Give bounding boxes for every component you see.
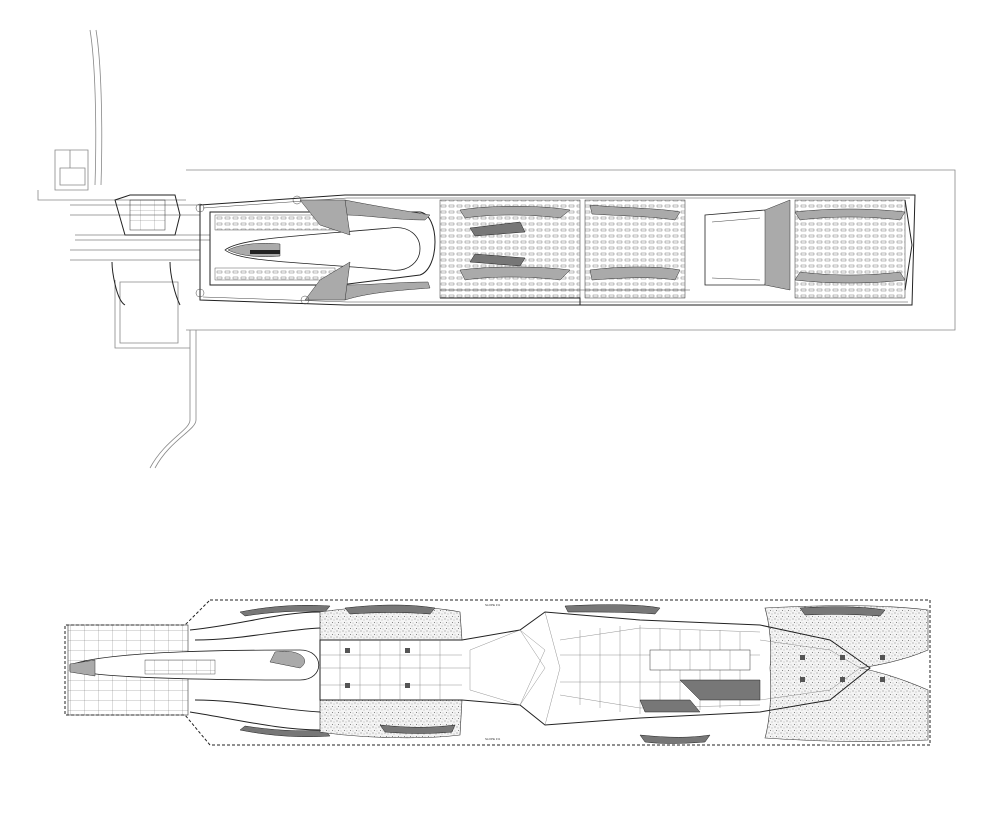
lower-ramps — [344, 604, 886, 744]
slope-label-bottom: SLOPE 1% — [485, 737, 501, 741]
upper-auditorium — [704, 199, 791, 291]
lower-lanes-left — [189, 605, 331, 737]
lower-floor-plan: SLOPE 1% SLOPE 1% — [64, 599, 931, 746]
site-context — [37, 29, 956, 469]
tree-symbols — [195, 195, 310, 305]
lower-columns — [345, 648, 885, 688]
entry-structure — [70, 194, 210, 306]
upper-floor-plan — [37, 29, 956, 469]
gravel-bed-right — [764, 605, 929, 742]
slope-label-top: SLOPE 1% — [485, 603, 501, 607]
lower-platform-grid — [67, 624, 319, 716]
upper-concourse — [439, 199, 690, 305]
upper-turning-loop — [209, 199, 436, 301]
upper-right-hall — [794, 199, 913, 299]
upper-outer-shell — [199, 194, 916, 306]
lower-central-concourse — [319, 611, 871, 726]
